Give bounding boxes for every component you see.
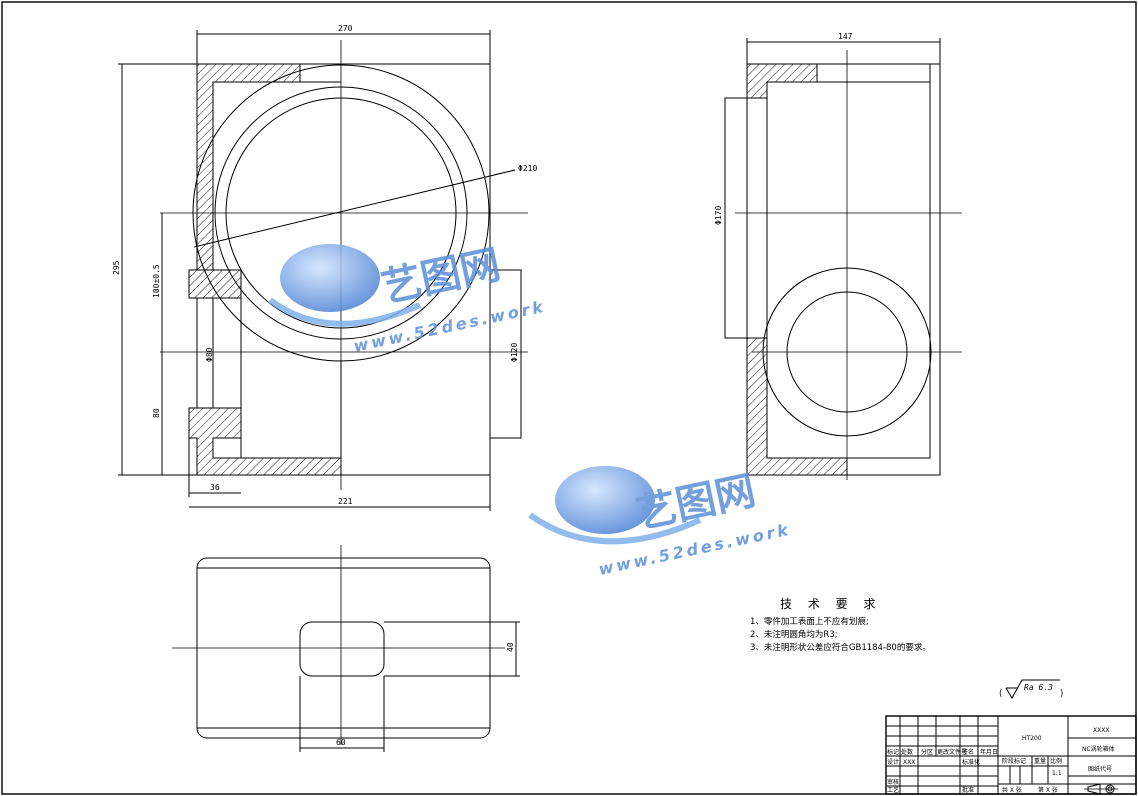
total-sheets: 共 X 张 bbox=[1002, 786, 1022, 794]
part-name: NC涡轮箱体 bbox=[1082, 745, 1115, 753]
dim-upper-offset: 100±0.5 bbox=[152, 264, 161, 298]
watermark-logo-text: 艺图网 bbox=[378, 242, 505, 312]
requirement-item: 1、零件加工表面上不应有划痕; bbox=[750, 616, 869, 627]
watermark-logo-text: 艺图网 bbox=[633, 468, 760, 538]
change-doc-label: 更改文件号 bbox=[937, 748, 967, 756]
design-label: 设计 bbox=[887, 758, 899, 766]
review-label: 审核 bbox=[887, 778, 899, 786]
side-view: 147 Φ170 bbox=[714, 32, 962, 480]
approve-label: 批准 bbox=[962, 786, 974, 794]
requirement-item: 3、未注明形状公差应符合GB1184-80的要求。 bbox=[750, 642, 931, 653]
weight-label: 重量 bbox=[1034, 757, 1046, 765]
front-view: 270 295 100±0.5 80 36 221 Φ210 Φ80 Φ120 bbox=[112, 24, 537, 511]
scale: 1:1 bbox=[1052, 770, 1062, 777]
title-block: HT200 XXXX NC涡轮箱体 阶段标记 重量 比例 1:1 图纸代号 共 … bbox=[885, 715, 1137, 795]
watermark: 艺图网 www.52des.work bbox=[528, 466, 792, 579]
zone-label: 分区 bbox=[921, 748, 933, 756]
date-label: 年月日 bbox=[980, 748, 998, 756]
sign-label: 签名 bbox=[962, 748, 974, 756]
technical-requirements: 技 术 要 求 1、零件加工表面上不应有划痕; 2、未注明圆角均为R3; 3、未… bbox=[750, 597, 931, 653]
requirements-title: 技 术 要 求 bbox=[780, 597, 881, 611]
company: XXXX bbox=[1093, 727, 1109, 734]
dim-slot-width: 60 bbox=[336, 738, 346, 747]
roughness-symbol: ( Ra 6.3 ) bbox=[999, 679, 1063, 699]
dim-boss-width: 36 bbox=[210, 483, 220, 492]
dim-top-width: 270 bbox=[338, 24, 353, 33]
mark-label: 标记 bbox=[887, 748, 899, 756]
count-label: 处数 bbox=[901, 748, 913, 756]
dim-right-bore-dia: Φ120 bbox=[510, 343, 519, 362]
projection-symbol-icon bbox=[1084, 783, 1118, 795]
dim-side-bore-dia: Φ170 bbox=[714, 206, 723, 225]
svg-text:(: ( bbox=[999, 689, 1002, 699]
dim-slot-height: 40 bbox=[506, 642, 515, 652]
material: HT200 bbox=[1022, 735, 1042, 742]
requirement-item: 2、未注明圆角均为R3; bbox=[750, 629, 838, 640]
watermark: 艺图网 www.52des.work bbox=[268, 242, 547, 356]
drawing-no-label: 图纸代号 bbox=[1088, 765, 1112, 773]
top-view: 60 40 bbox=[172, 545, 520, 752]
process-label: 工艺 bbox=[887, 786, 899, 794]
dim-side-width: 147 bbox=[838, 32, 853, 41]
dim-circle-dia: Φ210 bbox=[518, 164, 537, 173]
dim-overall-height: 295 bbox=[112, 260, 121, 275]
scale-label: 比例 bbox=[1050, 757, 1062, 765]
dim-bottom-width: 221 bbox=[338, 497, 353, 506]
sheet-no: 第 X 张 bbox=[1038, 786, 1058, 794]
designer: XXX bbox=[903, 759, 915, 766]
stage-label: 阶段标记 bbox=[1002, 757, 1026, 765]
dim-lower-offset: 80 bbox=[152, 408, 161, 418]
standard-label: 标准化 bbox=[962, 758, 980, 766]
svg-text:): ) bbox=[1060, 689, 1063, 699]
dim-bore-dia: Φ80 bbox=[205, 347, 214, 362]
roughness-value: Ra 6.3 bbox=[1024, 683, 1053, 692]
